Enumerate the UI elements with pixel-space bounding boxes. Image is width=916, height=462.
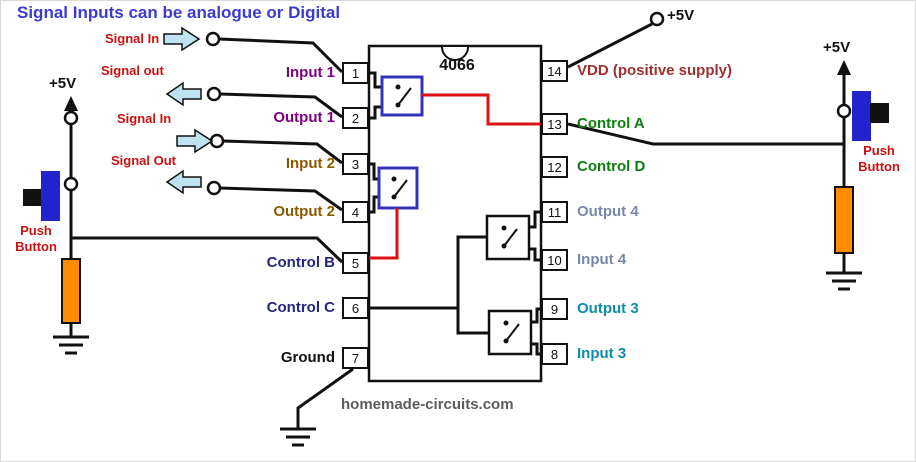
arrow-up-icon [837, 60, 851, 75]
terminal-in-1 [205, 31, 221, 47]
wire-pin1-switch1 [369, 71, 382, 89]
pin-label-ground: Ground [280, 349, 335, 366]
pin-label-output-4: Output 4 [577, 203, 639, 220]
supply-right-branch [567, 60, 889, 291]
pin-box-4: 4 [342, 201, 369, 223]
wire-vdd [567, 22, 653, 69]
wire-control-b-external [71, 236, 344, 264]
supply-left-label: +5V [49, 75, 77, 92]
wire-ground [296, 367, 354, 429]
terminal-left-button [63, 176, 79, 192]
wire-control-a-red [422, 93, 541, 126]
wire-pin9-switch4 [531, 307, 541, 324]
push-button-right-body [852, 91, 871, 141]
arrow-right-icon [163, 26, 201, 52]
pin-box-8: 8 [541, 343, 568, 365]
pin-label-input-4: Input 4 [577, 251, 627, 268]
terminal-left-top [63, 110, 79, 126]
signal-in-2-label: Signal In [117, 111, 172, 126]
arrow-up-icon [64, 96, 78, 111]
control-wires-red [369, 93, 541, 260]
terminal-supply-top [649, 11, 665, 27]
terminal-out-1 [206, 86, 222, 102]
pin-label-vdd: VDD (positive supply) [577, 62, 733, 79]
terminal-out-2 [206, 180, 222, 196]
bilateral-switch-2 [377, 166, 419, 210]
wire-signal-in-2 [222, 139, 343, 165]
supply-top-label: +5V [667, 7, 695, 24]
pin-box-6: 6 [342, 297, 369, 319]
wire-pin4-switch2 [369, 195, 379, 214]
pin-box-9: 9 [541, 298, 568, 320]
supply-left-branch [23, 96, 344, 355]
pin-label-control-d: Control D [577, 158, 646, 175]
wire-control-b-red [369, 208, 399, 260]
ground-symbol-left [53, 335, 89, 355]
pin-box-14: 14 [541, 60, 568, 82]
wire-switch3-switch4 [456, 235, 489, 335]
terminal-right-button [836, 103, 852, 119]
ic-notch [441, 46, 469, 61]
pin-box-12: 12 [541, 156, 568, 178]
pin-label-input-2: Input 2 [285, 155, 335, 172]
wire-pin2-switch1 [369, 105, 382, 120]
signal-in-1-label: Signal In [105, 31, 160, 46]
wire-signal-in-1 [218, 37, 344, 74]
pin-box-7: 7 [342, 347, 369, 369]
pin-label-output-3: Output 3 [577, 300, 639, 317]
supply-right-label: +5V [823, 39, 851, 56]
pin-box-2: 2 [342, 107, 369, 129]
diagram-title: Signal Inputs can be analogue or Digital [17, 3, 341, 22]
supply-top-branch [567, 11, 665, 69]
wire-signal-out-1 [219, 92, 343, 119]
ground-symbol-bottom [280, 427, 316, 447]
pin-label-control-a: Control A [577, 115, 645, 132]
pin-label-input-1: Input 1 [285, 64, 335, 81]
ground-symbol-right [826, 271, 862, 291]
arrow-left-icon [165, 169, 202, 195]
wire-control-a-external [567, 122, 844, 146]
push-button-left-body [41, 171, 60, 221]
pin-box-10: 10 [541, 249, 568, 271]
pin-box-1: 1 [342, 62, 369, 84]
pin-label-output-1: Output 1 [273, 109, 335, 126]
signal-out-2-label: Signal Out [111, 153, 176, 168]
pin-box-3: 3 [342, 153, 369, 175]
wire-pin3-switch2 [369, 162, 379, 181]
pin-label-input-3: Input 3 [577, 345, 627, 362]
pin-label-control-c: Control C [266, 299, 335, 316]
push-button-left-nub [23, 189, 41, 206]
pin-label-control-b: Control B [266, 254, 335, 271]
signal-out-1-label: Signal out [101, 63, 164, 78]
ground-branch-pin7 [280, 367, 354, 447]
pin-box-5: 5 [342, 252, 369, 274]
bilateral-switch-1 [380, 75, 424, 117]
pin-label-output-2: Output 2 [273, 203, 335, 220]
wire-pin8-switch4 [531, 342, 541, 356]
wire-pin10-switch3 [529, 247, 541, 262]
wire-pin11-switch3 [529, 210, 541, 229]
bilateral-switch-4 [487, 309, 533, 356]
pin-box-13: 13 [541, 113, 568, 135]
push-button-left-label: Push Button [15, 223, 57, 255]
resistor-left [61, 258, 81, 324]
push-button-right-label: Push Button [858, 143, 900, 175]
wire-signal-out-2 [219, 186, 343, 212]
internal-wires [369, 71, 541, 356]
ic-name: 4066 [439, 57, 475, 74]
bilateral-switch-3 [485, 214, 531, 261]
pin-box-11: 11 [541, 201, 568, 223]
watermark: homemade-circuits.com [341, 396, 514, 413]
signal-terminals [163, 26, 344, 212]
push-button-right-nub [870, 103, 889, 123]
resistor-right [834, 186, 854, 254]
arrow-right-icon [176, 128, 214, 154]
arrow-left-icon [165, 81, 202, 107]
